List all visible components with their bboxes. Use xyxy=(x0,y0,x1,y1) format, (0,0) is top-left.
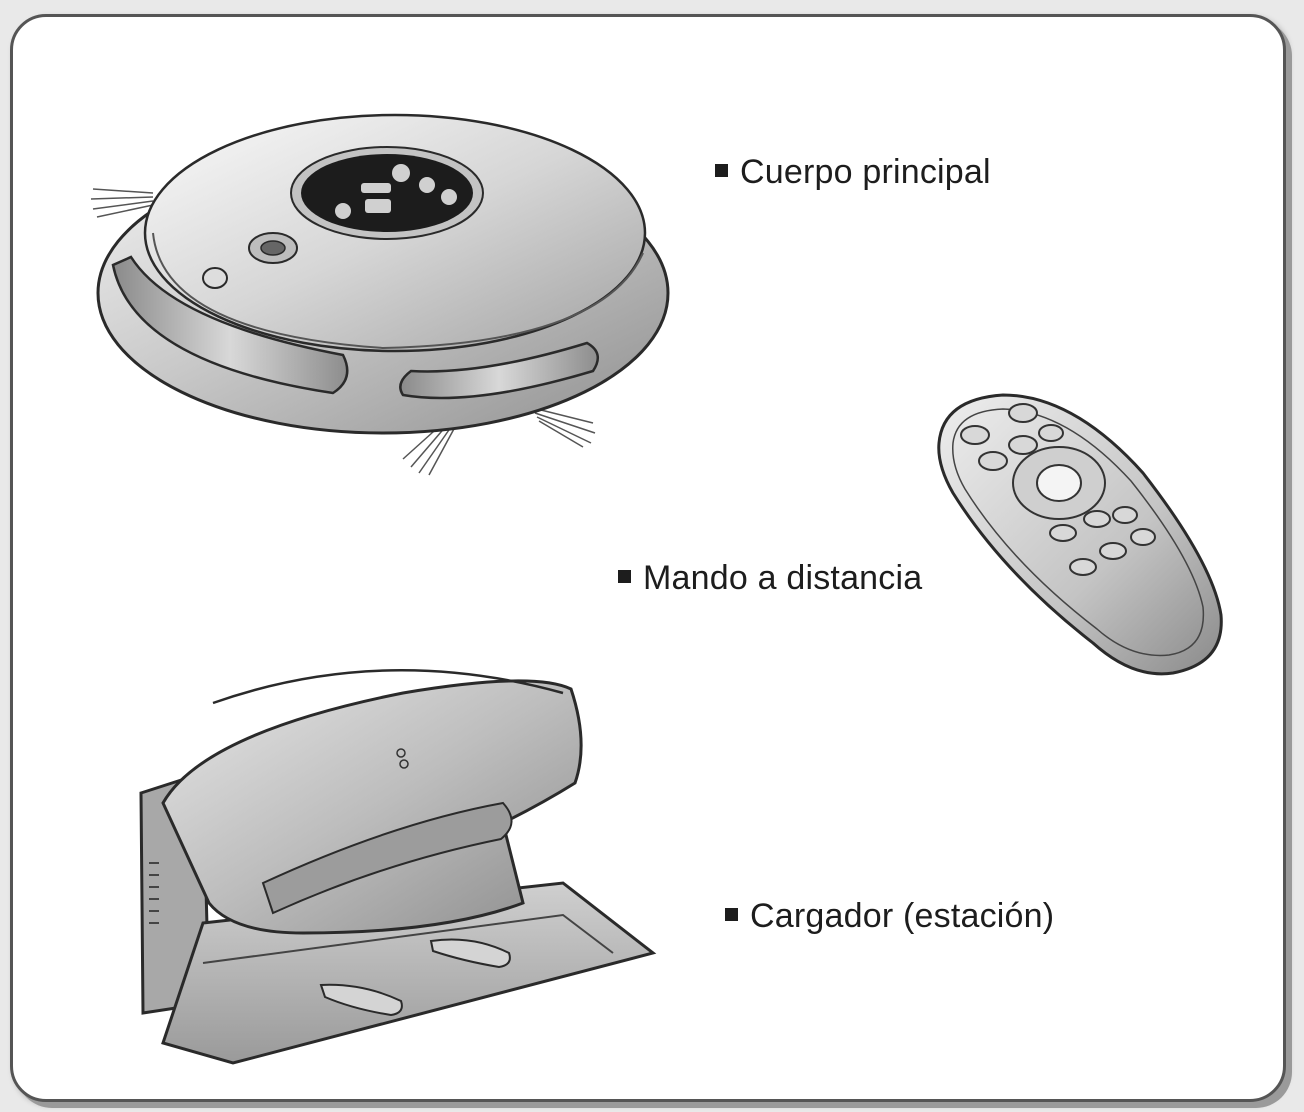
square-bullet-icon xyxy=(725,908,738,921)
label-remote: Mando a distancia xyxy=(618,559,922,598)
label-charger: Cargador (estación) xyxy=(725,897,1054,936)
robot-vacuum-illustration xyxy=(90,113,670,476)
label-remote-text: Mando a distancia xyxy=(643,559,923,597)
label-charger-text: Cargador (estación) xyxy=(750,897,1055,935)
label-main-body-text: Cuerpo principal xyxy=(740,153,991,191)
label-main-body: Cuerpo principal xyxy=(715,153,991,192)
square-bullet-icon xyxy=(618,570,631,583)
illustration-frame: Cuerpo principal Mando a distancia Carga… xyxy=(10,14,1286,1102)
charging-station-illustration xyxy=(139,669,657,1065)
side-brush-left xyxy=(90,188,154,218)
remote-control-illustration xyxy=(937,393,1223,676)
square-bullet-icon xyxy=(715,164,728,177)
